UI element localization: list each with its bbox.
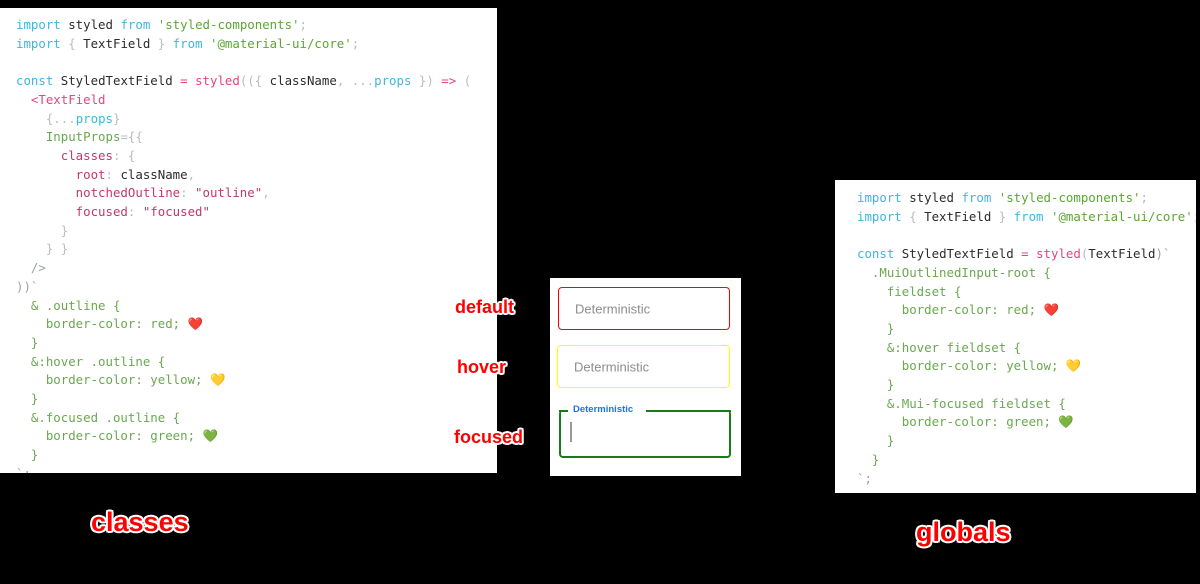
code-line: &.Mui-focused fieldset {: [857, 395, 1066, 411]
textfield-focused[interactable]: [559, 410, 731, 458]
code-line: import { TextField } from '@material-ui/…: [857, 208, 1196, 224]
code-line: } }: [16, 241, 69, 257]
code-line: `;: [16, 465, 497, 473]
textfield-focused-outline-top-right: [646, 410, 731, 412]
code-line: ))`: [16, 278, 39, 294]
code-line: }: [857, 320, 895, 336]
code-line: {...props}: [16, 110, 121, 126]
code-line: .MuiOutlinedInput-root {: [857, 264, 1051, 280]
code-line: import styled from 'styled-components';: [857, 190, 1148, 205]
code-panel-globals: import styled from 'styled-components'; …: [835, 180, 1196, 493]
code-block-classes: import styled from 'styled-components'; …: [0, 8, 497, 473]
annotation-globals-title: globals: [916, 517, 1011, 547]
textfield-hover[interactable]: Deterministic: [557, 345, 730, 388]
code-line: const StyledTextField = styled(({ classN…: [16, 73, 472, 89]
code-line: border-color: red; ❤️: [16, 316, 204, 332]
code-line: &:hover .outline {: [16, 353, 166, 369]
code-line: />: [16, 260, 46, 276]
text-caret: [570, 422, 572, 442]
code-line: classes: {: [16, 147, 136, 163]
textfield-default-label: Deterministic: [575, 301, 651, 316]
code-line: border-color: yellow; 💛: [16, 372, 226, 388]
textfield-focused-outline-top-left: [559, 410, 568, 412]
code-line: & .outline {: [16, 297, 121, 313]
code-line: root: className,: [16, 166, 196, 182]
textfield-screenshot-hover: Deterministic: [550, 338, 738, 396]
textfield-focused-floating-label: Deterministic: [570, 404, 637, 415]
code-line: <TextField: [16, 91, 106, 107]
code-line: import { TextField } from '@material-ui/…: [16, 35, 360, 51]
code-line: &:hover fieldset {: [857, 339, 1022, 355]
code-line: }: [16, 222, 69, 238]
textfield-hover-label: Deterministic: [574, 359, 650, 374]
annotation-default: default: [455, 297, 515, 317]
code-line: notchedOutline: "outline",: [16, 185, 270, 201]
code-line: }: [16, 334, 39, 350]
code-line: border-color: green; 💚: [857, 414, 1074, 430]
code-line: }: [857, 433, 895, 449]
annotation-hover: hover: [457, 357, 507, 377]
code-line: }: [16, 391, 39, 407]
annotation-focused: focused: [454, 427, 524, 447]
textfield-demo-panel: Deterministic Deterministic Deterministi…: [550, 278, 741, 476]
code-line: }: [16, 447, 39, 463]
code-line: border-color: green; 💚: [16, 428, 218, 444]
code-line: }: [857, 377, 895, 393]
code-line: }: [857, 451, 880, 467]
code-line: border-color: red; ❤️: [857, 302, 1059, 318]
code-line: [857, 226, 1196, 245]
annotation-classes-title: classes: [91, 507, 189, 537]
code-line: `;: [857, 470, 872, 486]
code-block-globals: import styled from 'styled-components'; …: [835, 180, 1196, 488]
code-line: InputProps={{: [16, 129, 143, 145]
textfield-screenshot-focused: Deterministic: [550, 396, 741, 476]
code-line: fieldset {: [857, 283, 962, 299]
textfield-default[interactable]: Deterministic: [558, 287, 730, 330]
code-line: border-color: yellow; 💛: [857, 358, 1082, 374]
code-line: focused: "focused": [16, 204, 210, 220]
code-line: &.focused .outline {: [16, 409, 181, 425]
textfield-screenshot-default: Deterministic: [550, 278, 738, 338]
code-line: const StyledTextField = styled(TextField…: [857, 246, 1171, 262]
code-line: import styled from 'styled-components';: [16, 17, 307, 32]
code-line: [16, 53, 497, 72]
code-panel-classes: import styled from 'styled-components'; …: [0, 8, 497, 473]
